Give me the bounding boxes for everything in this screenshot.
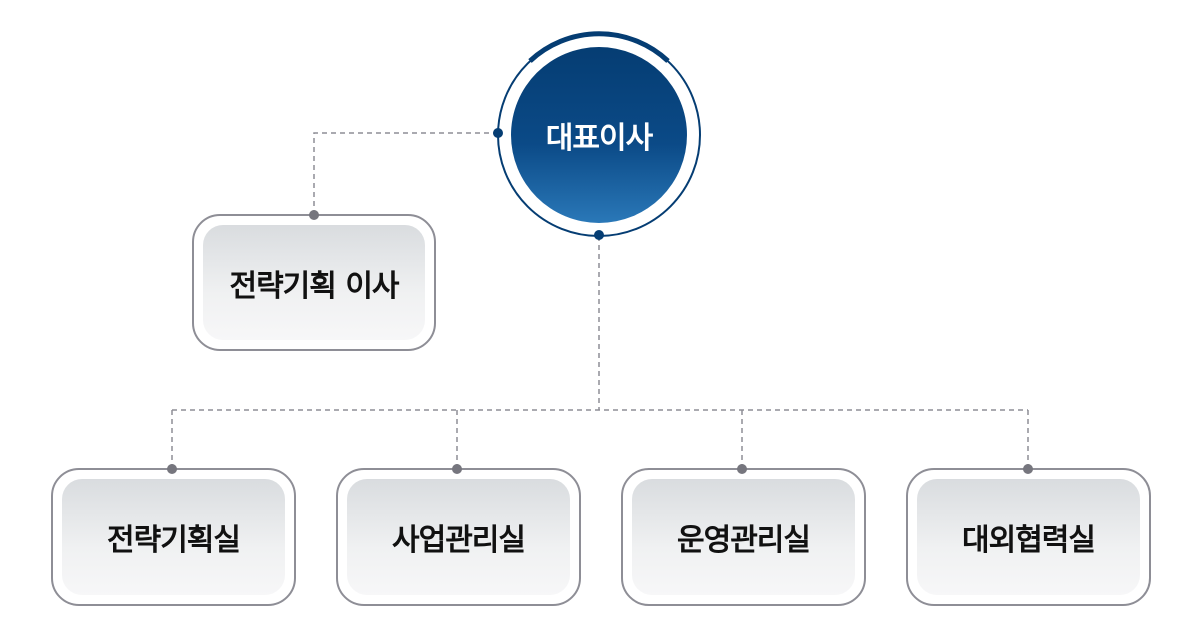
dept-node: 전략기획실 bbox=[51, 468, 296, 606]
staff-label: 전략기획 이사 bbox=[229, 268, 399, 304]
dept-node: 사업관리실 bbox=[336, 468, 581, 606]
staff-node: 전략기획 이사 bbox=[192, 214, 436, 351]
staff-connector bbox=[313, 132, 498, 214]
dept-node: 운영관리실 bbox=[621, 468, 866, 606]
dept-label: 전략기획실 bbox=[107, 523, 241, 558]
dept-node: 대외협력실 bbox=[906, 468, 1151, 606]
ceo-node: 대표이사 bbox=[511, 47, 687, 223]
dept-label: 사업관리실 bbox=[392, 523, 526, 558]
dept-label: 운영관리실 bbox=[677, 523, 811, 558]
dept-label: 대외협력실 bbox=[962, 523, 1096, 558]
ceo-ring-arc-accent bbox=[528, 31, 670, 63]
ceo-label: 대표이사 bbox=[545, 121, 653, 156]
